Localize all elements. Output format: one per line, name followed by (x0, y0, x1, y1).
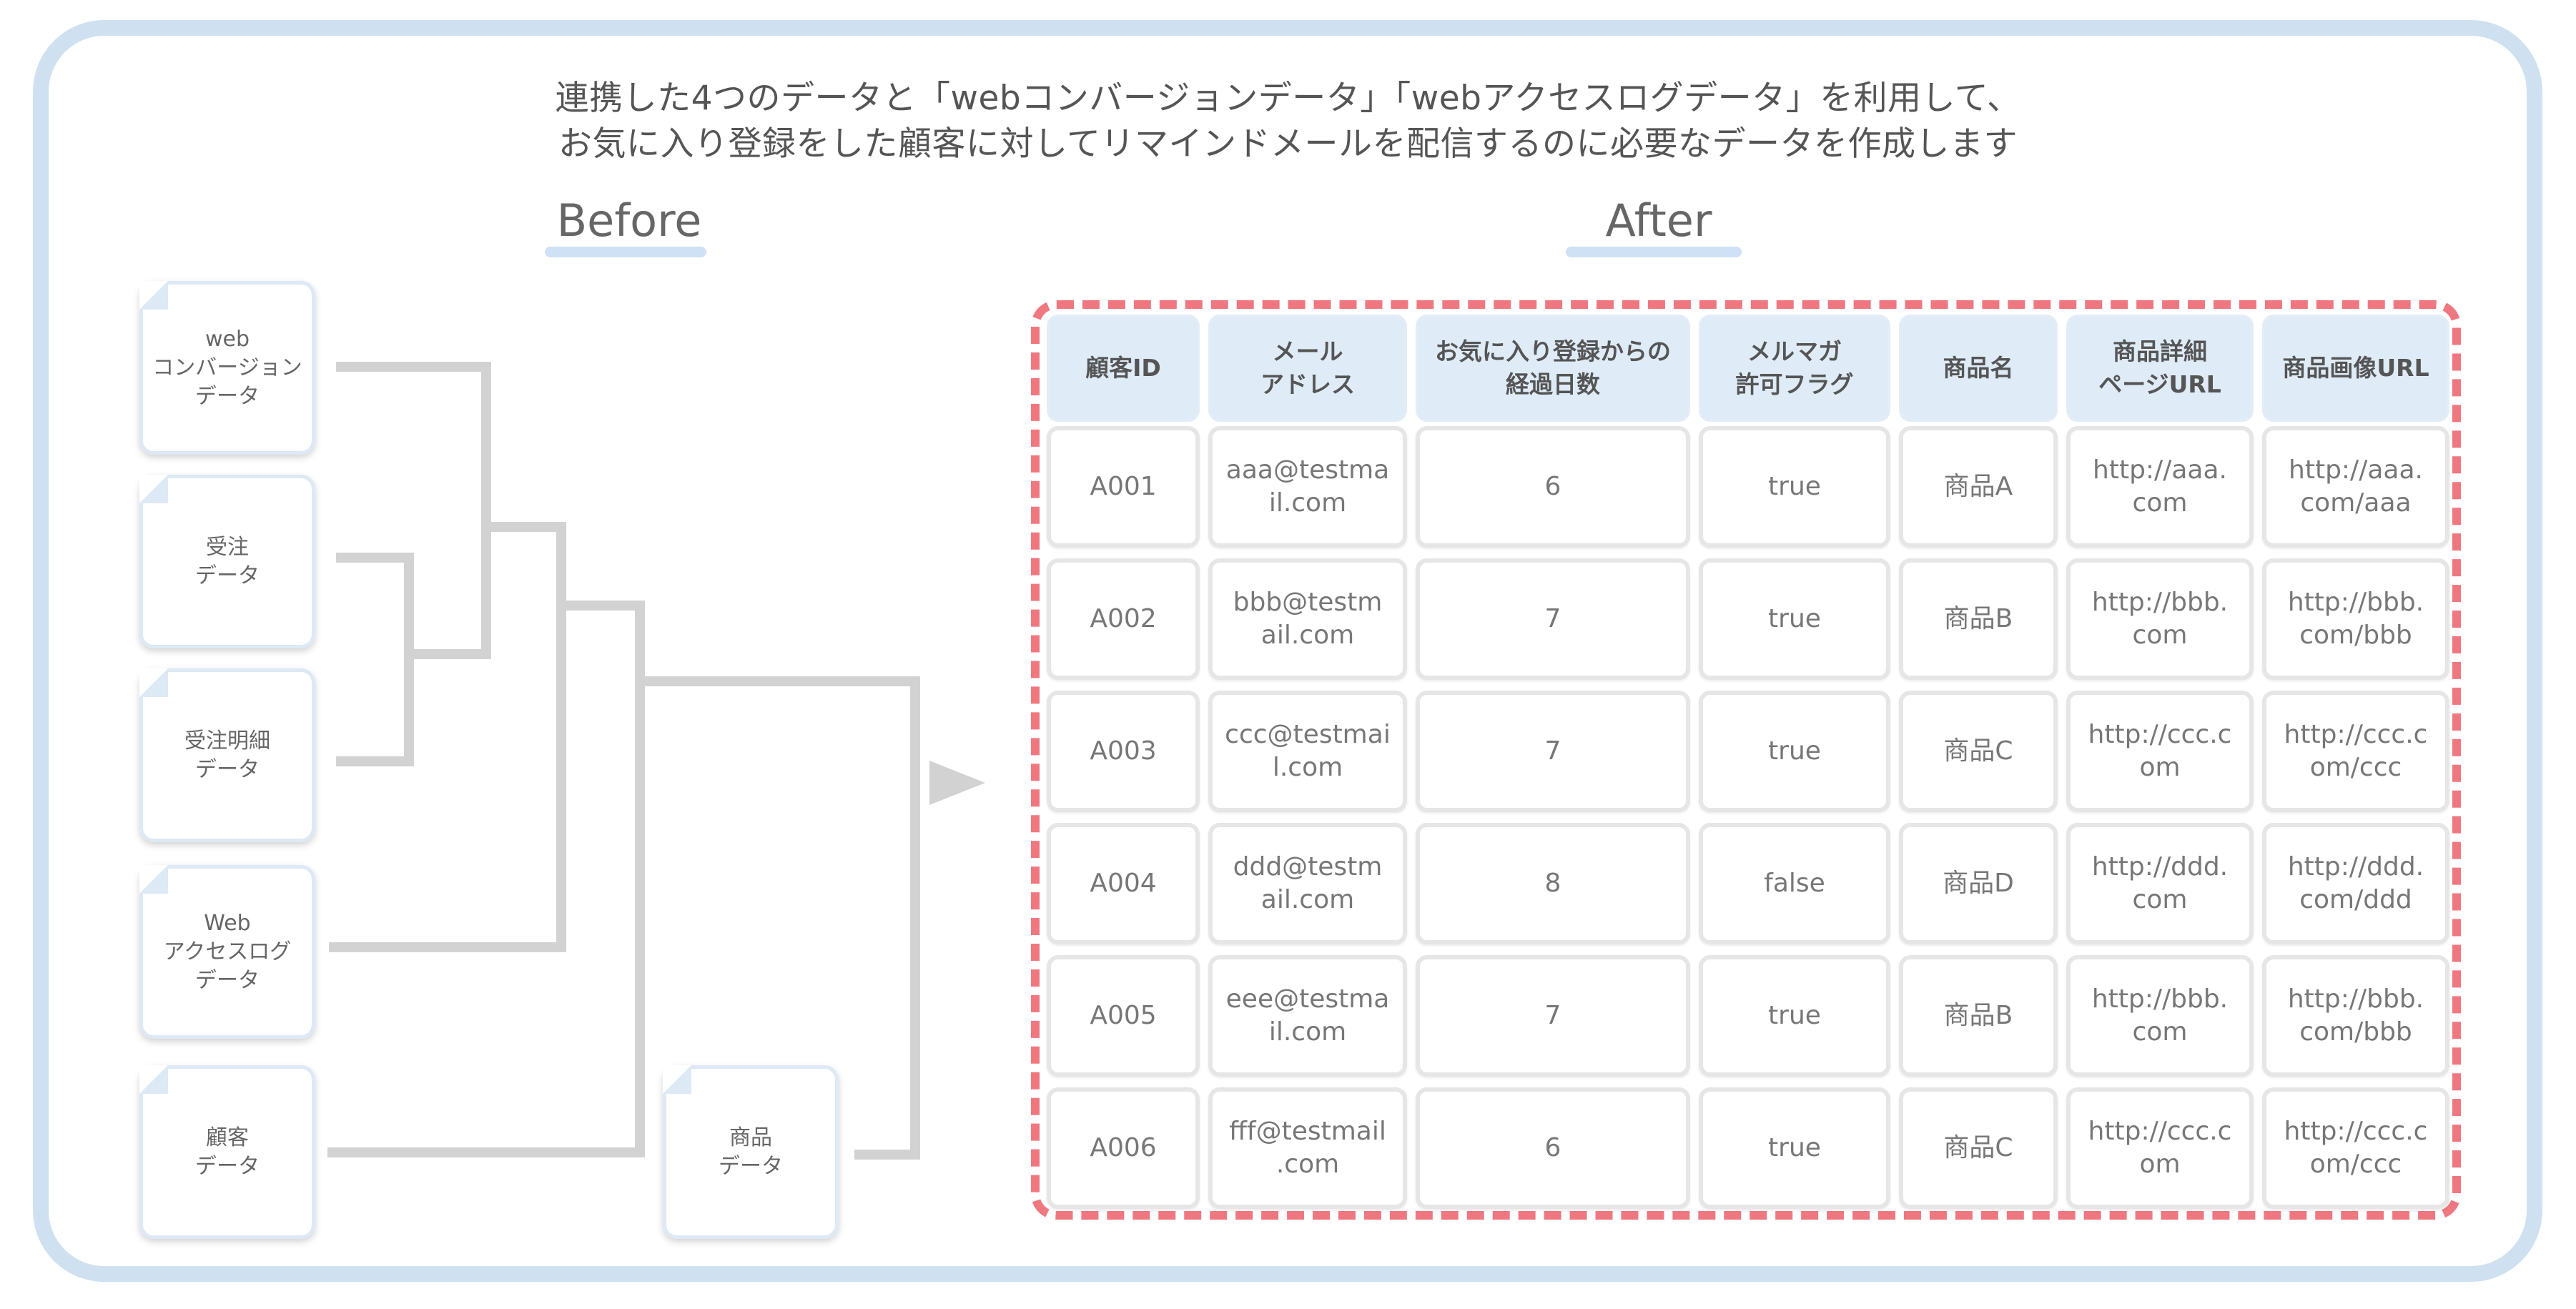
before-label: Before (556, 194, 702, 247)
after-underline (1566, 247, 1742, 257)
table-cell: http://ccc.c om/ccc (2262, 691, 2449, 812)
table-cell: 商品B (1899, 955, 2058, 1077)
table-cell: http://ddd. com (2066, 823, 2254, 944)
table-cell: 商品B (1899, 558, 2058, 680)
table-cell: http://bbb. com/bbb (2262, 955, 2449, 1077)
table-cell: false (1699, 823, 1890, 944)
table-cell: 6 (1416, 426, 1690, 548)
source-orders-data: 受注 データ (139, 475, 315, 648)
table-cell: 商品A (1899, 426, 2058, 548)
table-cell: 6 (1416, 1087, 1690, 1209)
page-fold-icon (139, 1065, 168, 1094)
connector-webcv-merge (336, 362, 491, 659)
table-cell: http://ccc.c om (2066, 1087, 2254, 1209)
headline-line-1: 連携した4つのデータと「webコンバージョンデータ」「webアクセスログデータ」… (555, 79, 2021, 118)
table-cell: http://bbb. com (2066, 955, 2254, 1077)
source-label: 顧客 データ (195, 1125, 260, 1179)
source-product-data: 商品 データ (663, 1065, 839, 1239)
table-cell: A003 (1047, 691, 1200, 812)
table-cell: http://aaa. com/aaa (2262, 426, 2449, 548)
table-cell: fff@testmail .com (1208, 1087, 1407, 1209)
table-cell: true (1699, 1087, 1890, 1209)
source-label: 受注 データ (195, 534, 260, 588)
connector-weblog-merge (329, 522, 566, 952)
table-cell: ccc@testmai l.com (1208, 691, 1407, 812)
source-web-conversion-data: web コンバージョン データ (139, 281, 315, 455)
table-cell: A001 (1047, 426, 1200, 548)
page-fold-icon (139, 475, 168, 503)
headline-line-2: お気に入り登録をした顧客に対してリマインドメールを配信するのに必要なデータを作成… (558, 124, 2018, 164)
table-cell: 7 (1416, 558, 1690, 680)
source-label: Web アクセスログ データ (163, 910, 292, 993)
table-cell: A006 (1047, 1087, 1200, 1209)
after-label: After (1605, 194, 1712, 247)
source-label: web コンバージョン データ (152, 326, 302, 409)
table-cell: http://ccc.c om/ccc (2262, 1087, 2449, 1209)
output-table-highlight (1031, 300, 2461, 1220)
source-order-details-data: 受注明細 データ (139, 668, 315, 842)
header-email-address: メール アドレス (1208, 315, 1407, 422)
table-cell: true (1699, 955, 1890, 1077)
table-cell: http://bbb. com/bbb (2262, 558, 2449, 680)
header-product-page-url: 商品詳細 ページURL (2066, 315, 2254, 422)
table-cell: aaa@testma il.com (1208, 426, 1407, 548)
table-cell: A002 (1047, 558, 1200, 680)
table-cell: bbb@testm ail.com (1208, 558, 1407, 680)
source-label: 受注明細 データ (184, 728, 270, 782)
table-cell: 7 (1416, 955, 1690, 1077)
connector-customer-merge (327, 601, 645, 1157)
header-product-image-url: 商品画像URL (2262, 315, 2449, 422)
table-cell: http://bbb. com (2066, 558, 2254, 680)
table-cell: A005 (1047, 955, 1200, 1077)
table-cell: 商品D (1899, 823, 2058, 944)
before-underline (545, 247, 706, 257)
source-web-access-log-data: Web アクセスログ データ (139, 865, 315, 1039)
source-label: 商品 データ (719, 1125, 783, 1179)
table-cell: eee@testma il.com (1208, 955, 1407, 1077)
header-customer-id: 顧客ID (1047, 315, 1200, 422)
table-cell: true (1699, 426, 1890, 548)
table-cell: http://aaa. com (2066, 426, 2254, 548)
table-cell: true (1699, 558, 1890, 680)
flow-arrow-head (929, 761, 985, 805)
page-fold-icon (663, 1065, 691, 1094)
page-fold-icon (139, 668, 168, 697)
connector-orders-details (336, 553, 414, 766)
source-customer-data: 顧客 データ (139, 1065, 315, 1239)
table-cell: 8 (1416, 823, 1690, 944)
header-product-name: 商品名 (1899, 315, 2058, 422)
connector-product-merge (642, 676, 920, 1160)
table-cell: ddd@testm ail.com (1208, 823, 1407, 944)
table-cell: 商品C (1899, 1087, 2058, 1209)
table-cell: http://ddd. com/ddd (2262, 823, 2449, 944)
table-cell: A004 (1047, 823, 1200, 944)
header-days-since-favorite: お気に入り登録からの 経過日数 (1416, 315, 1690, 422)
table-cell: 商品C (1899, 691, 2058, 812)
page-fold-icon (139, 865, 168, 894)
table-cell: http://ccc.c om (2066, 691, 2254, 812)
header-newsletter-flag: メルマガ 許可フラグ (1699, 315, 1890, 422)
page-fold-icon (139, 281, 168, 310)
table-cell: true (1699, 691, 1890, 812)
table-cell: 7 (1416, 691, 1690, 812)
